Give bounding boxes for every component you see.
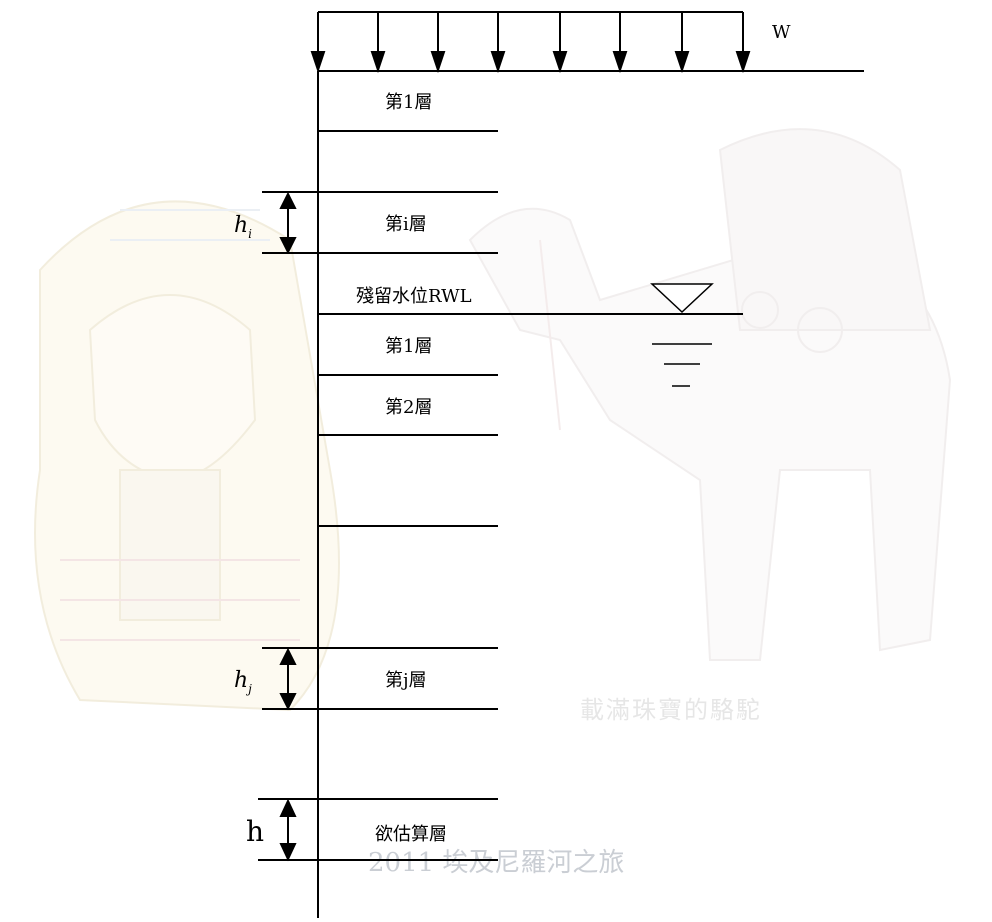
target-layer-label: 欲估算層 bbox=[375, 824, 447, 845]
thickness-arrow-hi bbox=[279, 191, 297, 255]
layer-label-j: 第j層 bbox=[385, 670, 427, 691]
watermark-trip-text: 2011 埃及尼羅河之旅 bbox=[368, 848, 624, 878]
thickness-arrow-h bbox=[279, 798, 297, 862]
background-illustration: 載滿珠寶的駱駝 bbox=[34, 128, 952, 724]
pharaoh-mask-sketch bbox=[34, 200, 340, 712]
thickness-label-h: h bbox=[246, 815, 264, 848]
layer-label-top-1: 第1層 bbox=[385, 92, 432, 113]
load-label-w: W bbox=[772, 22, 791, 43]
rwl-label: 殘留水位RWL bbox=[356, 286, 472, 307]
thickness-arrow-hj bbox=[279, 647, 297, 711]
load-arrows bbox=[310, 12, 751, 74]
layer-label-i: 第i層 bbox=[385, 214, 427, 235]
layer-label-below-1: 第1層 bbox=[385, 336, 432, 357]
camel-sketch bbox=[468, 128, 952, 661]
thickness-label-hj: hj bbox=[234, 668, 252, 696]
watermark-caption: 載滿珠寶的駱駝 bbox=[580, 696, 762, 724]
layer-label-below-2: 第2層 bbox=[385, 397, 432, 418]
water-table-symbol bbox=[650, 283, 714, 387]
thickness-label-hi: hi bbox=[234, 213, 252, 241]
layer-boundaries bbox=[258, 130, 498, 861]
distributed-load bbox=[310, 11, 751, 74]
